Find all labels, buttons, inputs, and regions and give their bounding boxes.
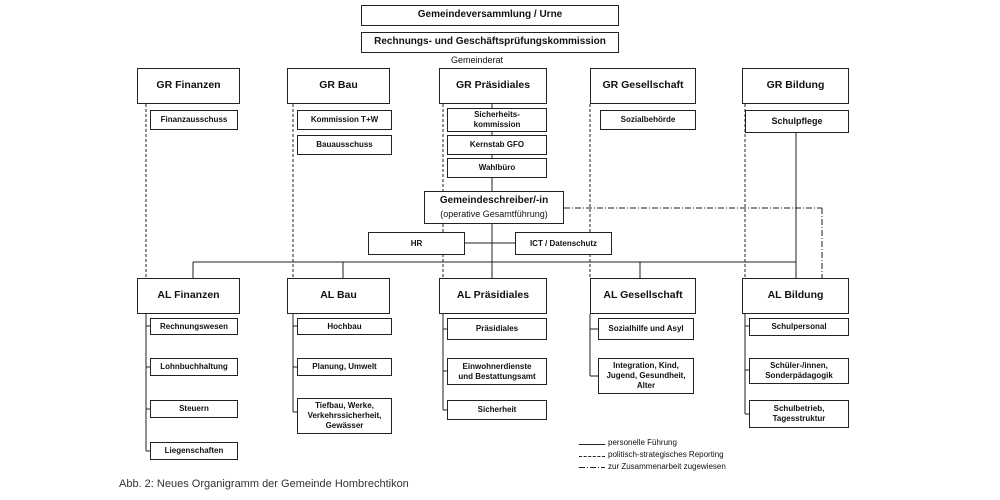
legend-label: politisch-strategisches Reporting bbox=[608, 450, 724, 459]
rechnungswesen-box: Rechnungswesen bbox=[150, 318, 238, 335]
audit-commission-box: Rechnungs- und Geschäftsprüfungskommissi… bbox=[361, 32, 619, 53]
praesidiales-box: Präsidiales bbox=[447, 318, 547, 340]
al-bau-box: AL Bau bbox=[287, 278, 390, 314]
schulpflege-box: Schulpflege bbox=[745, 110, 849, 133]
sozialhilfe-box: Sozialhilfe und Asyl bbox=[598, 318, 694, 340]
legend-solid-line bbox=[579, 444, 605, 445]
kernstab-gfo-box: Kernstab GFO bbox=[447, 135, 547, 155]
legend-label: personelle Führung bbox=[608, 438, 677, 447]
legend-label: zur Zusammenarbeit zugewiesen bbox=[608, 462, 726, 471]
lohnbuchhaltung-box: Lohnbuchhaltung bbox=[150, 358, 238, 376]
al-gesellschaft-box: AL Gesellschaft bbox=[590, 278, 696, 314]
sozialbehoerde-box: Sozialbehörde bbox=[600, 110, 696, 130]
legend-dashed-line bbox=[579, 456, 605, 457]
gr-praesidiales-box: GR Präsidiales bbox=[439, 68, 547, 104]
gr-bildung-box: GR Bildung bbox=[742, 68, 849, 104]
assembly-box: Gemeindeversammlung / Urne bbox=[361, 5, 619, 26]
finanzausschuss-box: Finanzausschuss bbox=[150, 110, 238, 130]
gemeindeschreiber-box: Gemeindeschreiber/-in (operative Gesamtf… bbox=[424, 191, 564, 224]
schulpersonal-box: Schulpersonal bbox=[749, 318, 849, 336]
gemeindeschreiber-subtitle: (operative Gesamtführung) bbox=[440, 208, 548, 219]
kommission-tw-box: Kommission T+W bbox=[297, 110, 392, 130]
gemeindeschreiber-title: Gemeindeschreiber/-in bbox=[439, 195, 549, 207]
wahlbuero-box: Wahlbüro bbox=[447, 158, 547, 178]
gr-bau-box: GR Bau bbox=[287, 68, 390, 104]
tiefbau-box: Tiefbau, Werke, Verkehrssicherheit, Gewä… bbox=[297, 398, 392, 434]
al-finanzen-box: AL Finanzen bbox=[137, 278, 240, 314]
schueler-box: Schüler-/innen, Sonderpädagogik bbox=[749, 358, 849, 384]
figure-caption: Abb. 2: Neues Organigramm der Gemeinde H… bbox=[119, 478, 409, 490]
gr-gesellschaft-box: GR Gesellschaft bbox=[590, 68, 696, 104]
integration-box: Integration, Kind, Jugend, Gesundheit, A… bbox=[598, 358, 694, 394]
liegenschaften-box: Liegenschaften bbox=[150, 442, 238, 460]
gr-finanzen-box: GR Finanzen bbox=[137, 68, 240, 104]
legend-dashdot-line bbox=[579, 467, 605, 468]
sicherheitskommission-box: Sicherheits- kommission bbox=[447, 108, 547, 132]
ict-box: ICT / Datenschutz bbox=[515, 232, 612, 255]
hr-box: HR bbox=[368, 232, 465, 255]
sicherheit-box: Sicherheit bbox=[447, 400, 547, 420]
bauausschuss-box: Bauausschuss bbox=[297, 135, 392, 155]
council-label: Gemeinderat bbox=[451, 55, 504, 65]
einwohnerdienste-box: Einwohnerdienste und Bestattungsamt bbox=[447, 358, 547, 385]
hochbau-box: Hochbau bbox=[297, 318, 392, 335]
steuern-box: Steuern bbox=[150, 400, 238, 418]
planung-umwelt-box: Planung, Umwelt bbox=[297, 358, 392, 376]
schulbetrieb-box: Schulbetrieb, Tagesstruktur bbox=[749, 400, 849, 428]
al-bildung-box: AL Bildung bbox=[742, 278, 849, 314]
al-praesidiales-box: AL Präsidiales bbox=[439, 278, 547, 314]
